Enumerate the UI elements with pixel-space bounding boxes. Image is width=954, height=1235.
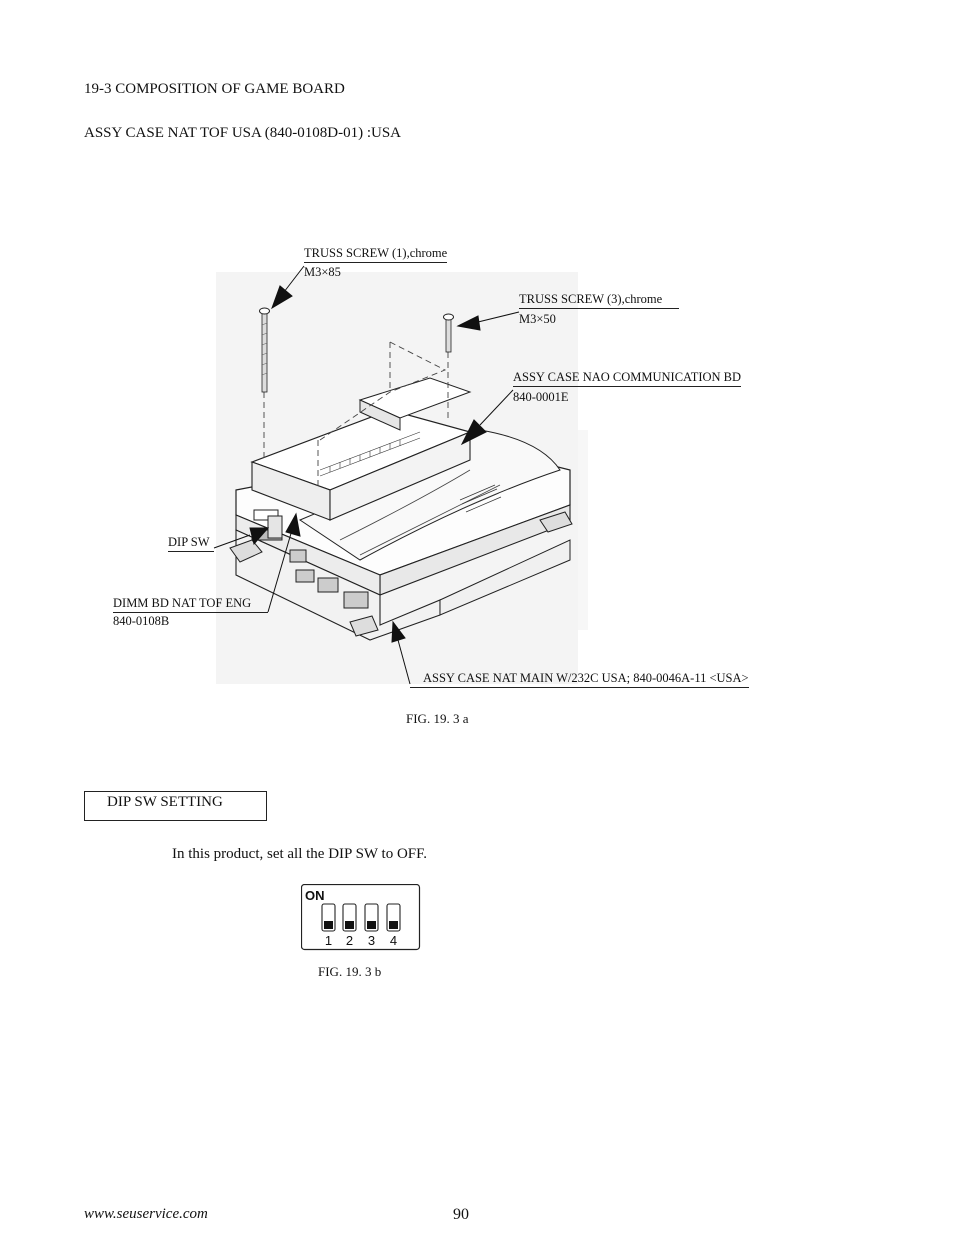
dimm-board-part: 840-0108B [113, 614, 170, 628]
dip-sw-label: DIP SW [168, 535, 214, 552]
dip-switch-diagram: ON 1 2 3 4 [301, 884, 421, 951]
dimm-board-label: DIMM BD NAT TOF ENG [113, 596, 268, 613]
dip-switch-number-1: 1 [325, 933, 332, 948]
truss-screw-3-label: TRUSS SCREW (3),chrome [519, 292, 679, 309]
truss-screw-1-size: M3×85 [304, 265, 341, 279]
dip-switch-on-label: ON [305, 888, 325, 903]
game-board-assembly-drawing [213, 265, 578, 685]
nao-board-part: 840-0001E [513, 390, 569, 404]
dip-switch-number-3: 3 [368, 933, 375, 948]
truss-screw-1-label: TRUSS SCREW (1),chrome [304, 246, 448, 263]
dip-switch-number-2: 2 [346, 933, 353, 948]
dip-switch-4-knob [389, 921, 398, 929]
truss-screw-3-size: M3×50 [519, 312, 556, 326]
figure-a-caption: FIG. 19. 3 a [406, 711, 469, 726]
section-title: 19-3 COMPOSITION OF GAME BOARD [84, 81, 345, 97]
dip-switch-2-knob [345, 921, 354, 929]
dip-sw-setting-heading: DIP SW SETTING [84, 791, 267, 821]
figure-b-caption: FIG. 19. 3 b [318, 964, 382, 979]
dip-switch-3-knob [367, 921, 376, 929]
main-case-label: ASSY CASE NAT MAIN W/232C USA; 840-0046A… [410, 671, 749, 688]
dip-sw-instruction: In this product, set all the DIP SW to O… [172, 846, 428, 862]
nao-board-label: ASSY CASE NAO COMMUNICATION BD [513, 370, 742, 387]
footer-website: www.seuservice.com [84, 1206, 208, 1222]
page-number: 90 [453, 1206, 469, 1223]
dip-switch-1-knob [324, 921, 333, 929]
assembly-title: ASSY CASE NAT TOF USA (840-0108D-01) :US… [84, 125, 401, 141]
dip-sw-setting-heading-text: DIP SW SETTING [107, 794, 223, 810]
dip-switch-number-4: 4 [390, 933, 397, 948]
